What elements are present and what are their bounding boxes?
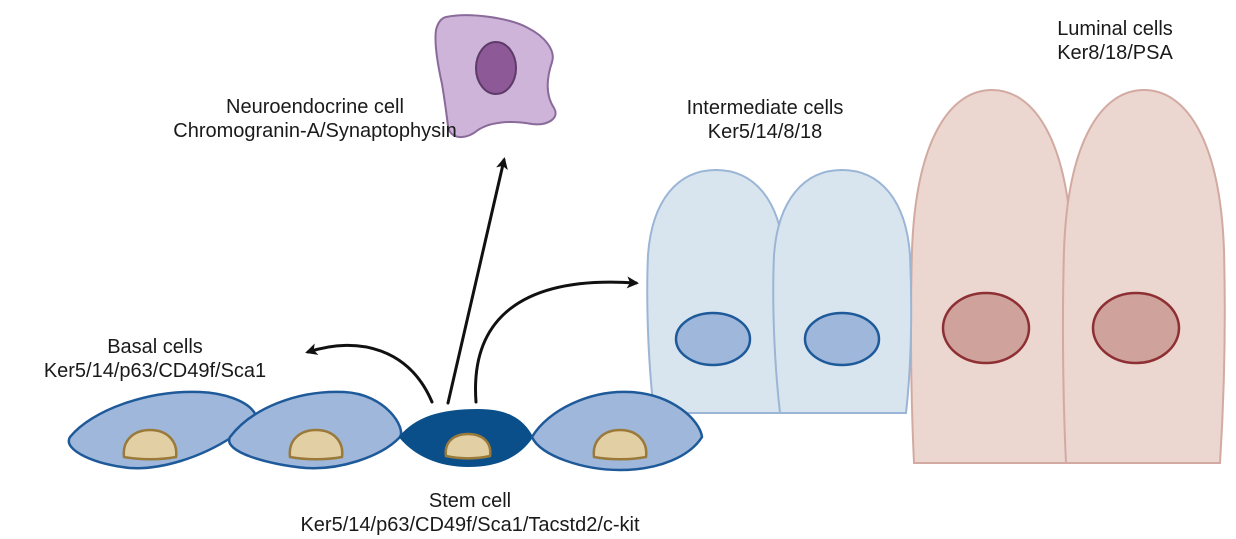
basal-title: Basal cells: [107, 336, 203, 358]
luminal-nucleus-left: [941, 291, 1031, 365]
arrow-to-neuroendocrine: [446, 157, 508, 405]
intermediate-cells: [646, 168, 913, 414]
intermediate-markers: Ker5/14/8/18: [707, 121, 823, 143]
stem-label: Stem cell Ker5/14/p63/CD49f/Sca1/Tacstd2…: [260, 489, 680, 537]
luminal-markers: Ker8/18/PSA: [1057, 42, 1173, 64]
differentiation-arrows: [305, 157, 639, 405]
intermediate-nucleus-right: [803, 311, 881, 367]
arrow-to-intermediate: [474, 276, 639, 404]
intermediate-label: Intermediate cells Ker5/14/8/18: [655, 96, 875, 144]
luminal-cell-right: [1061, 88, 1226, 464]
luminal-title: Luminal cells: [1057, 18, 1173, 40]
intermediate-nucleus-left: [674, 311, 752, 367]
stem-nucleus: [444, 432, 492, 460]
stem-title: Stem cell: [428, 490, 512, 512]
luminal-cell-left: [909, 88, 1074, 464]
basal-markers: Ker5/14/p63/CD49f/Sca1: [43, 360, 267, 382]
stem-markers: Ker5/14/p63/CD49f/Sca1/Tacstd2/c-kit: [300, 514, 640, 536]
neuroendocrine-nucleus: [475, 41, 517, 95]
luminal-label: Luminal cells Ker8/18/PSA: [1030, 17, 1200, 65]
basal-label: Basal cells Ker5/14/p63/CD49f/Sca1: [5, 335, 305, 383]
basal-nucleus-1: [122, 428, 178, 461]
neuroendocrine-cell: [434, 14, 557, 138]
basal-nucleus-3: [592, 428, 648, 461]
neuroendocrine-markers: Chromogranin-A/Synaptophysin: [173, 120, 457, 142]
luminal-cells: [909, 88, 1226, 464]
neuroendocrine-label: Neuroendocrine cell Chromogranin-A/Synap…: [160, 95, 470, 143]
basal-nucleus-2: [288, 428, 344, 461]
intermediate-title: Intermediate cells: [686, 97, 844, 119]
intermediate-cell-left: [646, 168, 787, 414]
luminal-nucleus-right: [1091, 291, 1181, 365]
basal-layer: [67, 390, 704, 472]
arrow-to-basal: [305, 343, 434, 404]
intermediate-cell-right: [772, 168, 913, 414]
neuroendocrine-title: Neuroendocrine cell: [226, 96, 404, 118]
